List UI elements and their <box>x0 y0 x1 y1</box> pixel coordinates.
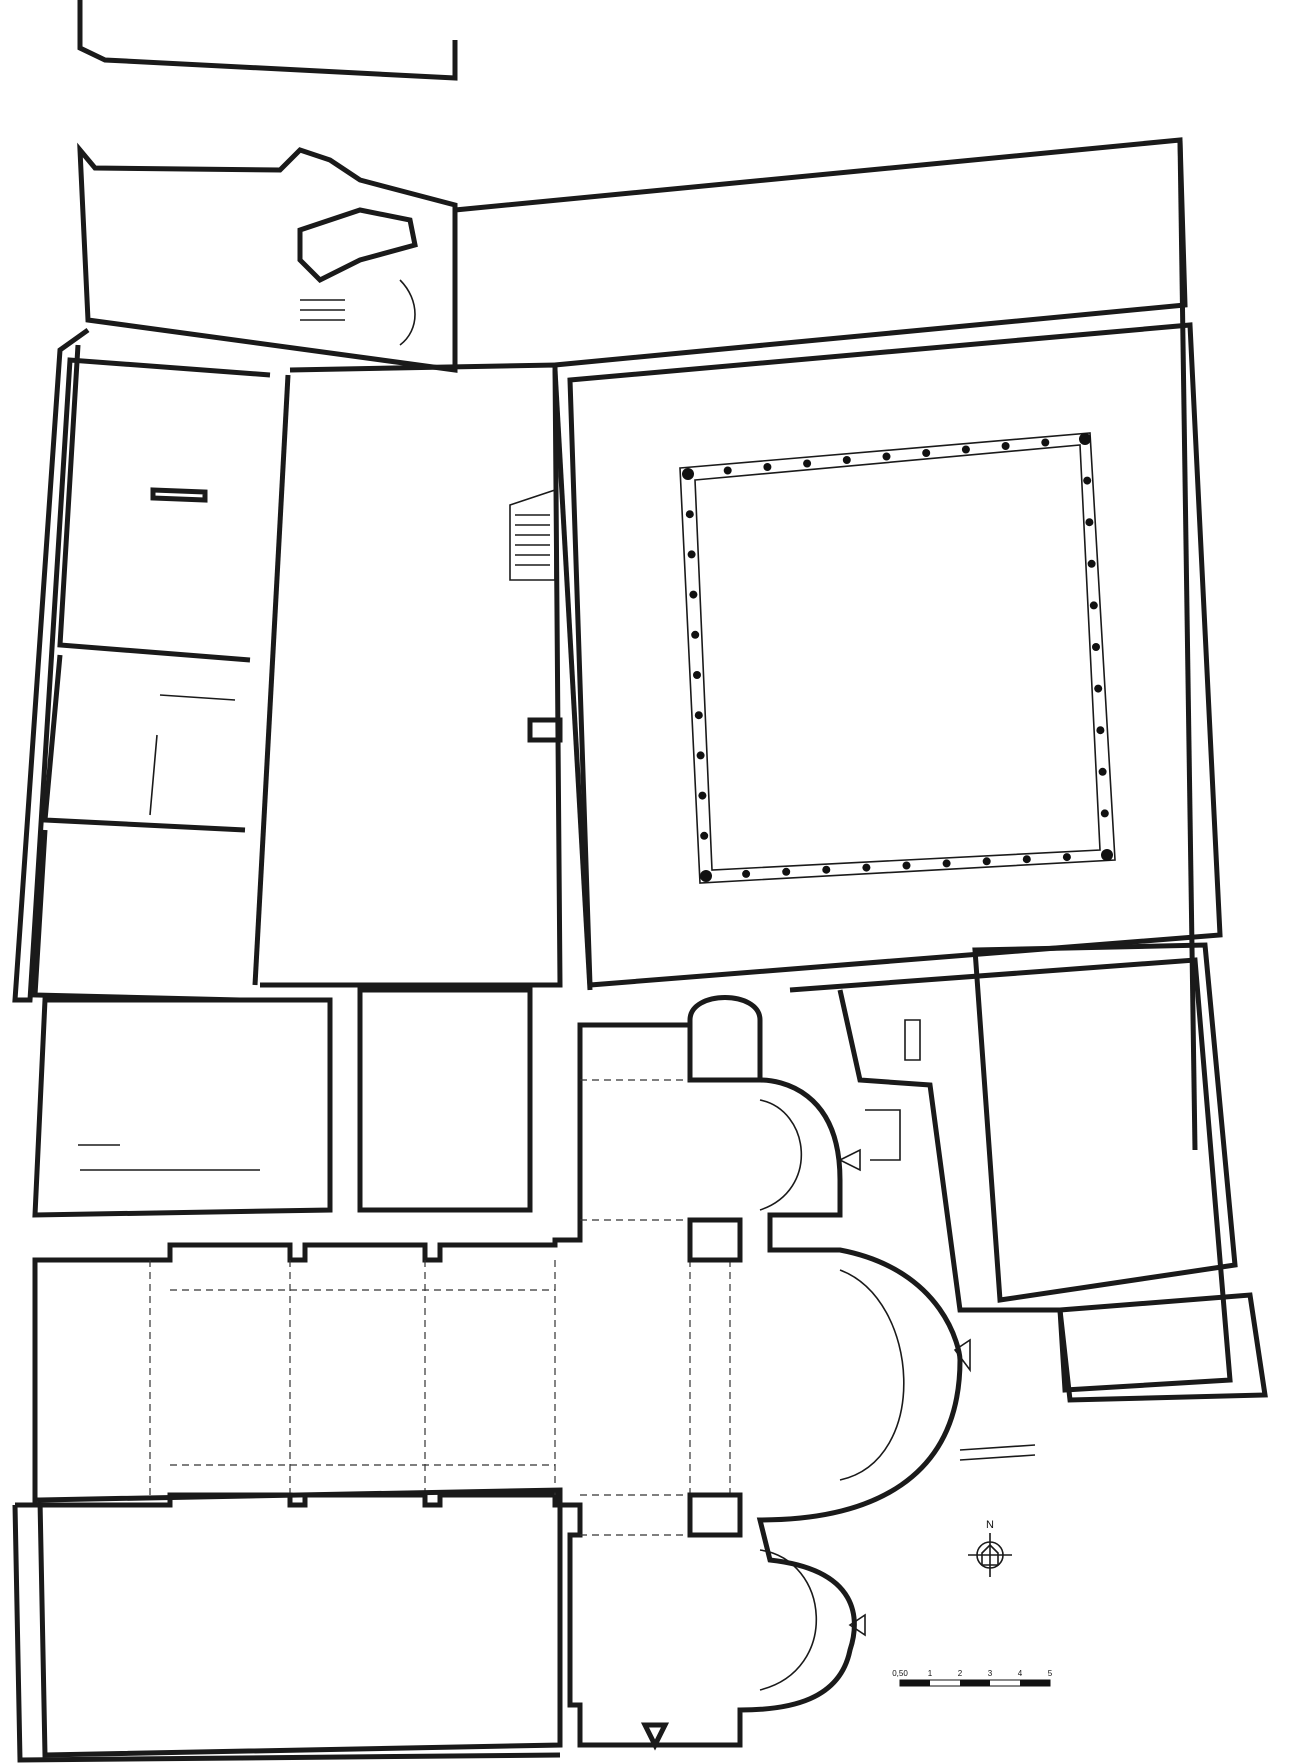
cloister-corner-pier <box>700 870 712 882</box>
scale-bar-fifth-segment <box>1020 1680 1050 1686</box>
south-west-rooms <box>32 987 533 1218</box>
cloister-column <box>842 456 851 464</box>
cloister-corner-pier <box>1101 849 1113 861</box>
cloister-column <box>862 863 871 872</box>
cloister <box>454 137 1223 1151</box>
cloister-column <box>882 452 891 461</box>
cloister-column <box>1062 853 1071 862</box>
cloister-column <box>723 466 732 475</box>
cloister-column <box>1022 855 1031 864</box>
cloister-column <box>742 869 751 878</box>
cloister-column <box>942 859 951 868</box>
cloister-column <box>961 445 970 454</box>
cloister-corner-pier <box>682 468 694 480</box>
church <box>32 995 971 1751</box>
south-west-hall <box>12 1487 563 1763</box>
cloister-column <box>691 630 700 639</box>
south-east-rooms <box>789 942 1268 1461</box>
scale-bar-label: 2 <box>958 1669 963 1678</box>
central-courtyard <box>260 362 563 988</box>
cloister-column <box>982 857 991 866</box>
cloister-column <box>1092 643 1100 651</box>
cloister-column <box>1087 559 1096 568</box>
cloister-column <box>689 590 698 599</box>
scale-bar-labels: 0,50 1 2 3 4 5 <box>892 1669 1053 1678</box>
cloister-column <box>700 831 709 840</box>
west-range <box>12 327 291 1003</box>
north-arrow: N <box>968 1519 1012 1577</box>
north-west-wing <box>77 0 458 373</box>
cloister-column <box>1041 438 1050 447</box>
scale-bar-third-segment <box>960 1680 990 1686</box>
scale-bar-label: 3 <box>988 1669 993 1678</box>
scale-bar-label: 5 <box>1048 1669 1053 1678</box>
cloister-column <box>922 449 931 457</box>
cloister-column <box>902 861 911 870</box>
scale-bar: 0,50 1 2 3 4 5 <box>892 1669 1053 1687</box>
cloister-column <box>782 867 791 876</box>
cloister-column <box>1085 518 1094 527</box>
north-label: N <box>986 1519 994 1531</box>
cloister-column <box>694 711 703 720</box>
north-arrow-cross <box>968 1533 1012 1577</box>
cloister-column <box>687 550 696 559</box>
cloister-column <box>803 459 812 468</box>
cloister-column <box>822 865 831 874</box>
cloister-column <box>698 791 707 800</box>
cloister-column <box>696 751 705 760</box>
scale-bar-label: 1 <box>928 1669 933 1678</box>
cloister-corner-pier <box>1079 433 1091 445</box>
cloister-column <box>1096 726 1105 735</box>
cloister-column <box>685 510 694 519</box>
cloister-column <box>1083 476 1092 485</box>
north-arrow-pointer <box>981 1543 999 1566</box>
scale-bar-label: 0,50 <box>892 1669 908 1678</box>
cloister-column <box>693 671 701 679</box>
cloister-column <box>1089 601 1098 610</box>
cloister-column <box>1094 684 1103 693</box>
cloister-column <box>1098 767 1107 776</box>
scale-bar-label: 4 <box>1018 1669 1023 1678</box>
cloister-column <box>1001 442 1010 450</box>
cloister-column <box>1100 809 1109 818</box>
scale-bar-first-segment <box>900 1680 930 1686</box>
cloister-column <box>763 463 772 471</box>
cloister-colonnade <box>682 433 1113 882</box>
